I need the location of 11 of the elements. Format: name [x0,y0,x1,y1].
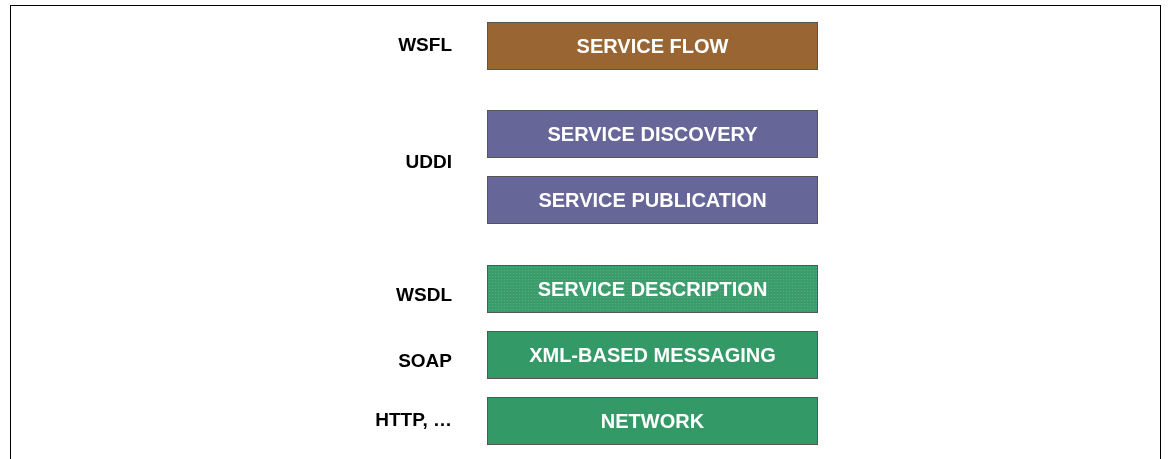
layer-box: SERVICE PUBLICATION [487,176,818,224]
layer-label: WSFL [398,34,452,56]
layer-label: SOAP [398,350,452,372]
layer-box: SERVICE DISCOVERY [487,110,818,158]
layer-box: NETWORK [487,397,818,445]
layer-label: UDDI [405,151,452,173]
layer-box: SERVICE DESCRIPTION [487,265,818,313]
layer-box: XML-BASED MESSAGING [487,331,818,379]
layer-label: HTTP, … [375,409,452,431]
layer-label: WSDL [396,284,452,306]
layer-box: SERVICE FLOW [487,22,818,70]
